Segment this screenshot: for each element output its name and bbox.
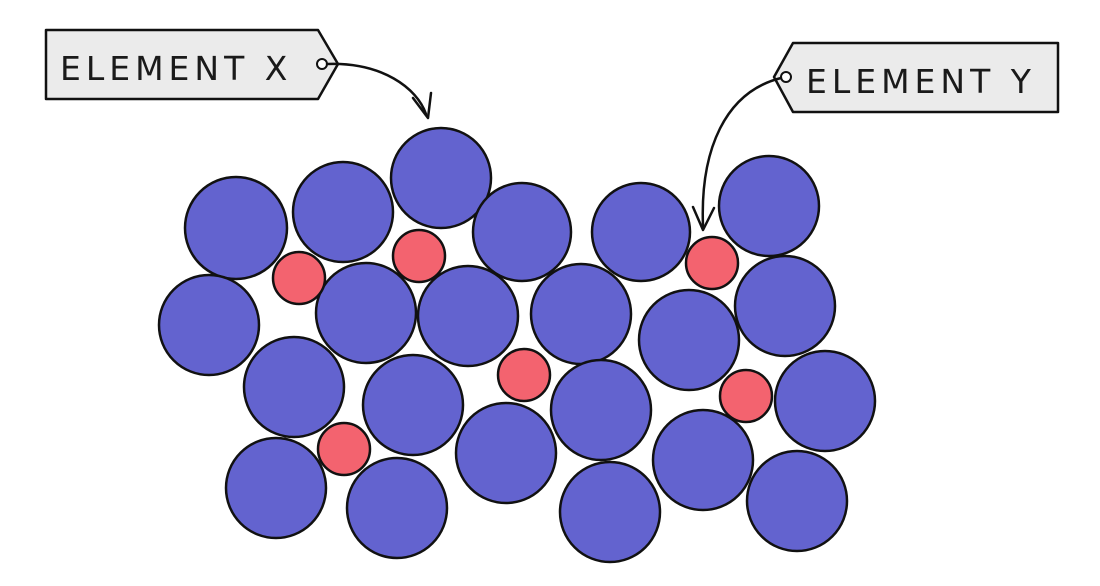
large-atom [529, 262, 633, 366]
element-y-arrow [701, 76, 783, 228]
large-atom [416, 264, 520, 368]
large-atom [717, 154, 821, 258]
large-atom [291, 160, 395, 264]
large-atom [471, 181, 573, 283]
large-atom [549, 358, 653, 462]
element-x-tag-shape [44, 28, 340, 101]
small-atom [391, 228, 447, 284]
large-atom [773, 349, 877, 453]
large-atom [733, 254, 837, 358]
small-atom [271, 250, 327, 306]
large-atom [361, 353, 465, 457]
element-x-tag-hole [316, 58, 328, 70]
small-atom [496, 347, 552, 403]
large-atom [745, 449, 849, 553]
element-x-label: ELEMENT X [60, 49, 292, 88]
element-y-label: ELEMENT Y [806, 62, 1036, 101]
large-atom [224, 436, 328, 540]
large-atom [558, 460, 662, 564]
large-atom [314, 261, 418, 365]
large-atom [345, 456, 449, 560]
element-x-arrowhead [411, 91, 433, 120]
large-atom [590, 181, 692, 283]
large-atom [242, 335, 346, 439]
small-atoms-group [271, 228, 774, 477]
small-atom [316, 421, 372, 477]
element-x-tag: ELEMENT X [44, 28, 340, 101]
large-atom [637, 288, 741, 392]
large-atom [651, 408, 755, 512]
large-atom [157, 273, 261, 377]
large-atom [389, 126, 493, 230]
small-atom [718, 368, 774, 424]
small-atom [684, 235, 740, 291]
element-y-tag: ELEMENT Y [772, 41, 1060, 114]
element-y-arrowhead [691, 205, 716, 232]
element-x-arrow [325, 62, 428, 116]
element-y-tag-hole [780, 71, 792, 83]
large-atom [454, 401, 558, 505]
large-atoms-group [157, 126, 877, 564]
element-y-tag-shape [772, 41, 1060, 114]
large-atom [183, 175, 289, 281]
